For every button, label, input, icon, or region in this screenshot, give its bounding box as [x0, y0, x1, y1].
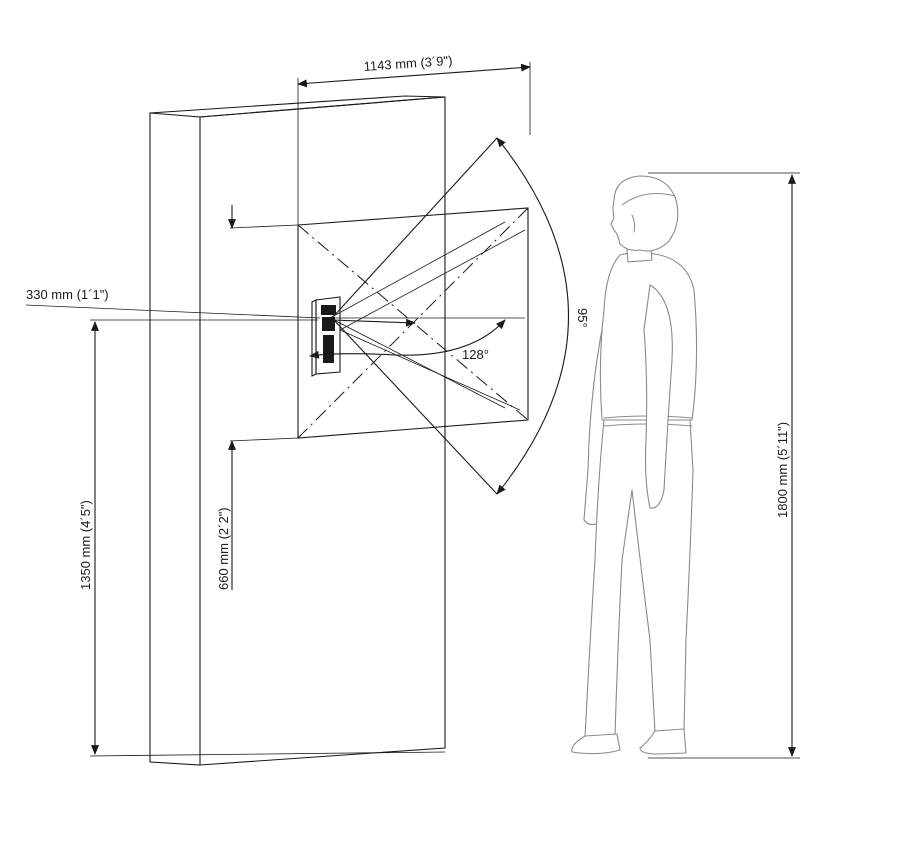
dimension-person-height [648, 172, 800, 759]
horizontal-angle-arc [309, 318, 506, 359]
dimension-mount-height [89, 319, 446, 757]
label-horizontal-angle: 128° [462, 347, 489, 362]
label-vertical-angle: 95° [575, 308, 590, 328]
keypad [323, 335, 334, 363]
intercom-device [311, 296, 341, 377]
dimension-panel-height [228, 205, 299, 590]
wall [149, 95, 446, 766]
label-mount-height: 1350 mm (4´5") [78, 500, 93, 590]
vertical-view-cone [331, 137, 569, 495]
person-figure [571, 175, 698, 755]
dimension-side-offset [25, 304, 321, 319]
label-width-top: 1143 mm (3´9") [363, 53, 453, 74]
camera-module [321, 305, 336, 315]
dimension-width-top [297, 62, 531, 225]
label-person-height: 1800 mm (5´11") [775, 422, 790, 518]
label-panel-height: 660 mm (2´2") [216, 507, 231, 590]
label-side-offset: 330 mm (1´1") [26, 287, 109, 302]
